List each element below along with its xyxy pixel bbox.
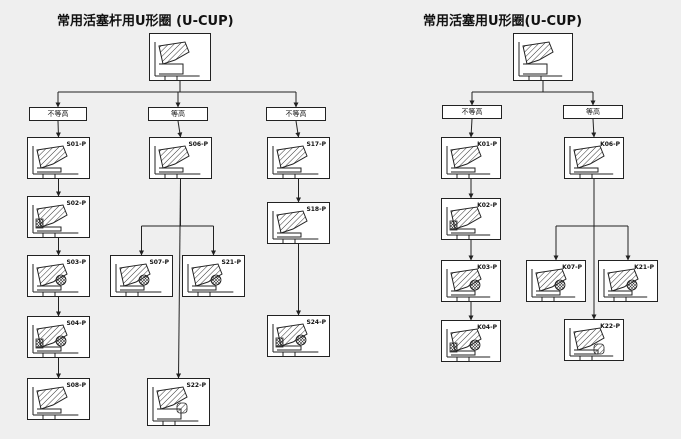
seal-box: S06-P	[149, 137, 212, 179]
seal-cross-section-icon	[154, 145, 201, 178]
connector-line	[468, 118, 474, 138]
seal-cross-section-icon	[32, 263, 79, 296]
seal-code-label: K01-P	[477, 141, 497, 148]
connector-line	[177, 120, 183, 138]
connector-line	[176, 178, 182, 379]
seal-cross-section-icon	[152, 386, 199, 425]
seal-cross-section-icon	[518, 41, 563, 80]
seal-cross-section-icon	[187, 263, 234, 296]
seal-box: S18-P	[267, 202, 330, 244]
seal-box: K04-P	[441, 320, 501, 362]
seal-box: S24-P	[267, 315, 330, 357]
seal-cross-section-icon	[32, 204, 79, 237]
seal-box: S02-P	[27, 196, 90, 238]
seal-box: K02-P	[441, 198, 501, 240]
seal-box: K22-P	[564, 319, 624, 361]
seal-box: K07-P	[526, 260, 586, 302]
seal-cross-section-icon	[531, 268, 576, 301]
seal-cross-section-icon	[272, 210, 319, 243]
seal-code-label: S04-P	[66, 320, 86, 327]
seal-code-label: S02-P	[66, 200, 86, 207]
seal-cross-section-icon	[32, 386, 79, 419]
seal-cross-section-icon	[272, 323, 319, 356]
seal-cross-section-icon	[446, 206, 491, 239]
seal-code-label: S17-P	[306, 141, 326, 148]
seal-box: S04-P	[27, 316, 90, 358]
seal-cross-section-icon	[154, 41, 200, 80]
seal-cross-section-icon	[272, 145, 319, 178]
seal-cross-section-icon	[569, 145, 614, 178]
seal-code-label: S03-P	[66, 259, 86, 266]
connector-line	[295, 120, 301, 138]
seal-box: K03-P	[441, 260, 501, 302]
root-seal-box	[149, 33, 211, 81]
seal-code-label: S22-P	[186, 382, 206, 389]
seal-code-label: S21-P	[221, 259, 241, 266]
seal-code-label: S06-P	[188, 141, 208, 148]
seal-code-label: K07-P	[562, 264, 582, 271]
connector-line	[55, 120, 61, 138]
seal-code-label: K06-P	[600, 141, 620, 148]
seal-box: S07-P	[110, 255, 173, 297]
seal-code-label: S07-P	[149, 259, 169, 266]
seal-code-label: S18-P	[306, 206, 326, 213]
seal-code-label: K02-P	[477, 202, 497, 209]
seal-cross-section-icon	[32, 324, 79, 357]
seal-cross-section-icon	[115, 263, 162, 296]
category-label: 不等高	[266, 107, 326, 121]
seal-box: S01-P	[27, 137, 90, 179]
seal-box: K21-P	[598, 260, 658, 302]
seal-cross-section-icon	[569, 327, 614, 360]
seal-code-label: K21-P	[634, 264, 654, 271]
connector-line	[591, 118, 597, 138]
seal-code-label: S01-P	[66, 141, 86, 148]
seal-code-label: K22-P	[600, 323, 620, 330]
seal-box: S22-P	[147, 378, 210, 426]
seal-box: K01-P	[441, 137, 501, 179]
root-seal-box	[513, 33, 573, 81]
left-diagram-title: 常用活塞杆用U形圈 (U-CUP)	[57, 14, 234, 29]
seal-box: K06-P	[564, 137, 624, 179]
seal-cross-section-icon	[446, 145, 491, 178]
seal-box: S03-P	[27, 255, 90, 297]
seal-code-label: K04-P	[477, 324, 497, 331]
category-label: 不等高	[442, 105, 502, 119]
category-label: 等高	[563, 105, 623, 119]
seal-cross-section-icon	[603, 268, 648, 301]
right-diagram-title: 常用活塞用U形圈(U-CUP)	[423, 14, 583, 29]
seal-cross-section-icon	[32, 145, 79, 178]
category-label: 等高	[148, 107, 208, 121]
seal-cross-section-icon	[446, 268, 491, 301]
category-label: 不等高	[29, 107, 87, 121]
seal-code-label: S08-P	[66, 382, 86, 389]
seal-box: S21-P	[182, 255, 245, 297]
seal-code-label: K03-P	[477, 264, 497, 271]
seal-box: S08-P	[27, 378, 90, 420]
seal-cross-section-icon	[446, 328, 491, 361]
seal-code-label: S24-P	[306, 319, 326, 326]
seal-box: S17-P	[267, 137, 330, 179]
